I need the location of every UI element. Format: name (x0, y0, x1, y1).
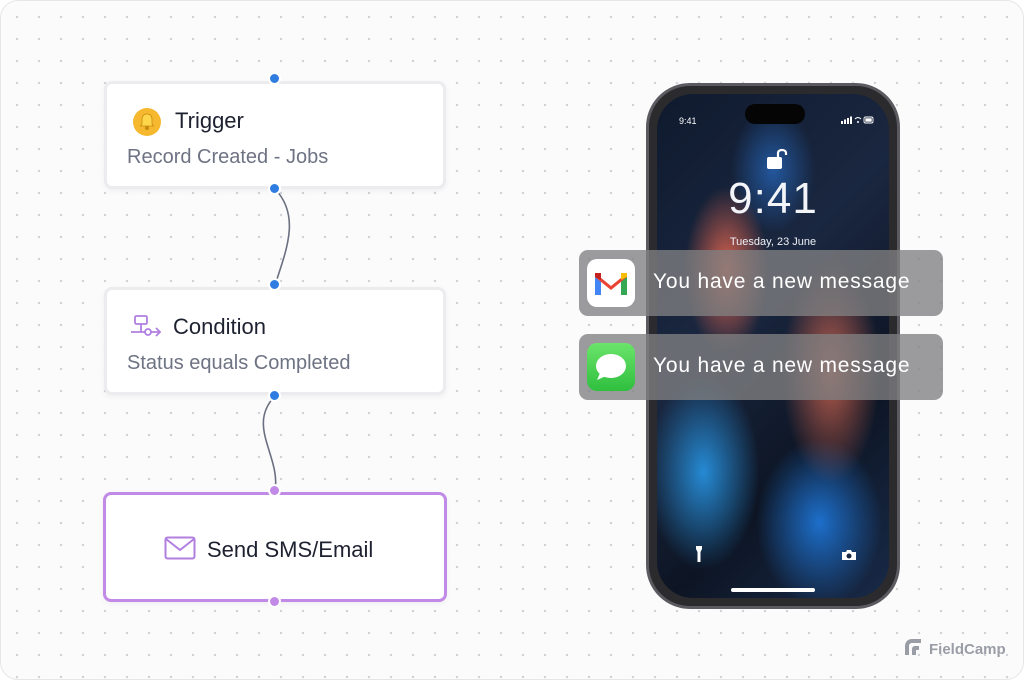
unlock-icon (765, 146, 789, 177)
messages-icon (587, 343, 635, 391)
condition-title: Condition (173, 314, 266, 339)
notification-messages[interactable]: You have a new message (579, 334, 943, 400)
notification-messages-text: You have a new message (653, 354, 911, 377)
trigger-input-port[interactable] (268, 72, 281, 85)
status-time: 9:41 (679, 116, 697, 126)
lock-date: Tuesday, 23 June (729, 236, 817, 248)
flashlight-icon[interactable] (695, 546, 703, 567)
bell-icon (132, 107, 162, 142)
lock-clock: 9:41 (728, 174, 818, 223)
branch-icon (129, 314, 165, 345)
trigger-subtitle: Record Created - Jobs (127, 146, 329, 168)
connector-condition-action (262, 395, 277, 492)
mail-icon (164, 536, 196, 565)
brand-logo: FieldCamp (903, 637, 1006, 662)
action-output-port[interactable] (268, 595, 281, 608)
signal-wifi-battery-icon (841, 116, 874, 124)
camera-icon[interactable] (841, 548, 857, 566)
condition-subtitle: Status equals Completed (127, 352, 351, 374)
gmail-icon (587, 259, 635, 307)
action-node[interactable]: Send SMS/Email (103, 492, 447, 602)
action-input-port[interactable] (268, 484, 281, 497)
fieldcamp-logo-icon (903, 637, 923, 662)
condition-input-port[interactable] (268, 278, 281, 291)
action-title: Send SMS/Email (207, 537, 374, 562)
condition-node[interactable]: Condition Status equals Completed (104, 287, 446, 395)
home-indicator[interactable] (731, 588, 815, 592)
trigger-output-port[interactable] (268, 182, 281, 195)
trigger-title: Trigger (175, 108, 244, 133)
status-icons (841, 116, 875, 126)
connector-trigger-condition (274, 188, 291, 286)
dynamic-island (745, 104, 805, 124)
trigger-node[interactable]: Trigger Record Created - Jobs (104, 81, 446, 189)
condition-output-port[interactable] (268, 389, 281, 402)
notification-gmail-text: You have a new message (653, 270, 911, 293)
notification-gmail[interactable]: You have a new message (579, 250, 943, 316)
brand-name: FieldCamp (929, 641, 1006, 658)
